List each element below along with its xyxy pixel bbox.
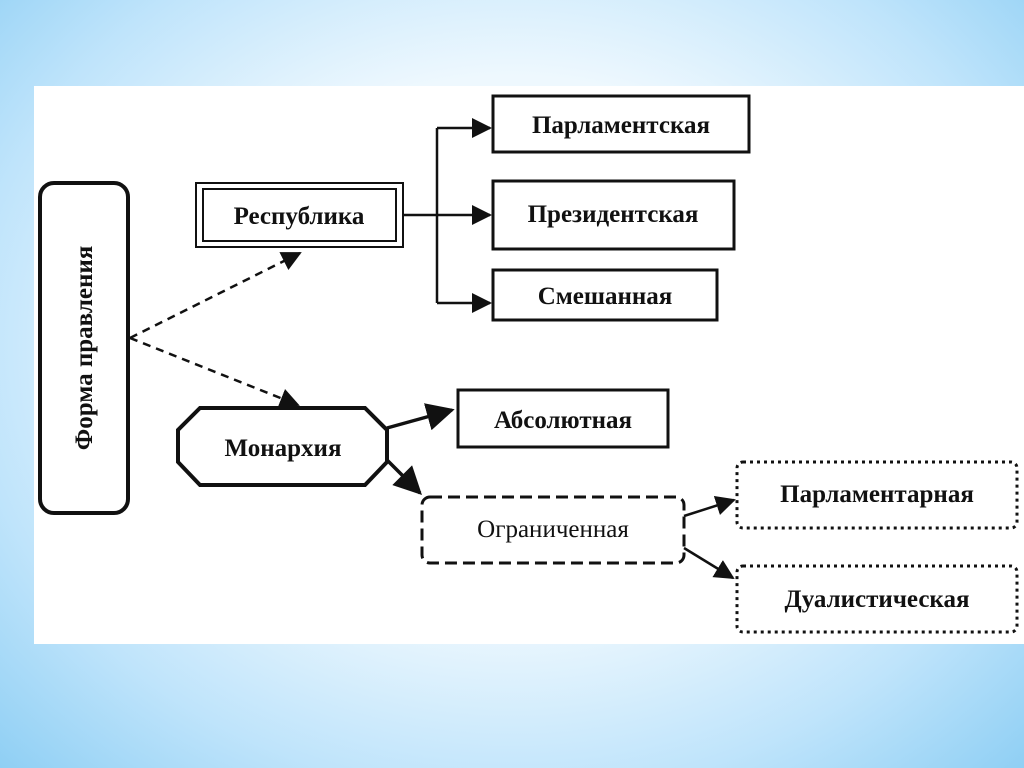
root-label: Форма правления: [71, 246, 98, 451]
mixed-label: Смешанная: [538, 283, 673, 310]
republic-label: Республика: [234, 203, 365, 230]
mixed-node: Смешанная: [491, 268, 719, 322]
absolute-label: Абсолютная: [494, 407, 632, 434]
limited-arrows: [683, 495, 736, 580]
root-dashed-arrows: [129, 251, 302, 408]
parliamentarian-node: Парламентарная: [735, 460, 1019, 530]
monarchy-node: Монархия: [176, 406, 389, 487]
dualistic-node: Дуалистическая: [735, 564, 1019, 634]
parliamentary-node: Парламентская: [491, 94, 751, 154]
dualistic-label: Дуалистическая: [785, 586, 970, 613]
presidential-label: Президентская: [528, 201, 699, 228]
root-node: Форма правления: [38, 181, 130, 515]
parliamentarian-label: Парламентарная: [780, 481, 974, 508]
monarchy-arrows: [385, 403, 455, 495]
presidential-node: Президентская: [491, 179, 736, 251]
republic-node: Республика: [195, 182, 404, 248]
republic-connectors: [403, 118, 492, 313]
parliamentary-label: Парламентская: [532, 112, 710, 139]
limited-node: Ограниченная: [420, 495, 686, 565]
limited-label: Ограниченная: [477, 516, 629, 543]
monarchy-label: Монархия: [224, 435, 341, 462]
absolute-node: Абсолютная: [456, 388, 670, 449]
